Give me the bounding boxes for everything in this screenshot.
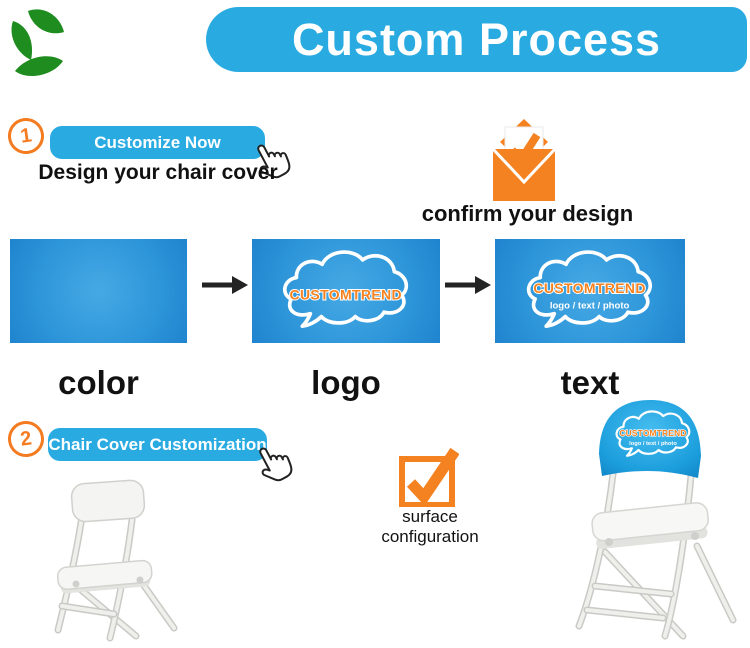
logo-swatch: CUSTOMTREND — [252, 239, 440, 343]
swatch-label-logo: logo — [311, 364, 381, 401]
confirm-design-caption: confirm your design — [421, 201, 634, 226]
cloud-logo-graphic: CUSTOMTREND — [283, 250, 409, 329]
step-1-badge: 1 — [5, 115, 47, 157]
step-2-number: 2 — [18, 426, 33, 451]
arrow-right-icon — [202, 276, 248, 294]
custom-cover-chair-image: CUSTOMTREND logo / text / photo — [575, 400, 737, 640]
step-1-number: 1 — [18, 123, 33, 148]
cloud-logo-graphic: CUSTOMTREND logo / text / photo — [527, 250, 653, 329]
cloud-brand-text: CUSTOMTREND — [534, 280, 646, 296]
arrow-right-icon — [445, 276, 491, 294]
cloud-brand-text: CUSTOMTREND — [619, 428, 686, 438]
step-1-caption: Design your chair cover — [38, 161, 278, 184]
hand-cursor-icon — [259, 447, 293, 482]
customize-now-button[interactable]: Customize Now — [50, 126, 265, 159]
chair-cover-customization-label: Chair Cover Customization — [48, 434, 267, 454]
customize-now-label: Customize Now — [94, 132, 221, 152]
cloud-tagline-text: logo / text / photo — [550, 301, 630, 312]
checkbox-check-icon — [399, 447, 459, 507]
envelope-check-icon — [491, 119, 557, 201]
page-title: Custom Process — [291, 13, 662, 65]
swatch-label-color: color — [58, 364, 139, 401]
chair-cover-customization-button[interactable]: Chair Cover Customization — [48, 428, 267, 461]
green-leaves-logo-icon — [11, 9, 64, 77]
text-swatch: CUSTOMTREND logo / text / photo — [495, 239, 685, 343]
hand-cursor-icon — [257, 144, 291, 179]
header-banner: Custom Process — [206, 7, 747, 72]
color-swatch — [10, 239, 187, 343]
white-folding-chair-image — [54, 479, 178, 642]
surface-configuration-caption: surface configuration — [381, 507, 479, 546]
swatch-label-text: text — [560, 364, 620, 401]
cloud-tagline-text: logo / text / photo — [629, 441, 677, 447]
cloud-logo-graphic: CUSTOMTREND logo / text / photo — [615, 410, 691, 457]
cloud-brand-text: CUSTOMTREND — [290, 287, 402, 303]
step-2-badge: 2 — [5, 418, 47, 460]
